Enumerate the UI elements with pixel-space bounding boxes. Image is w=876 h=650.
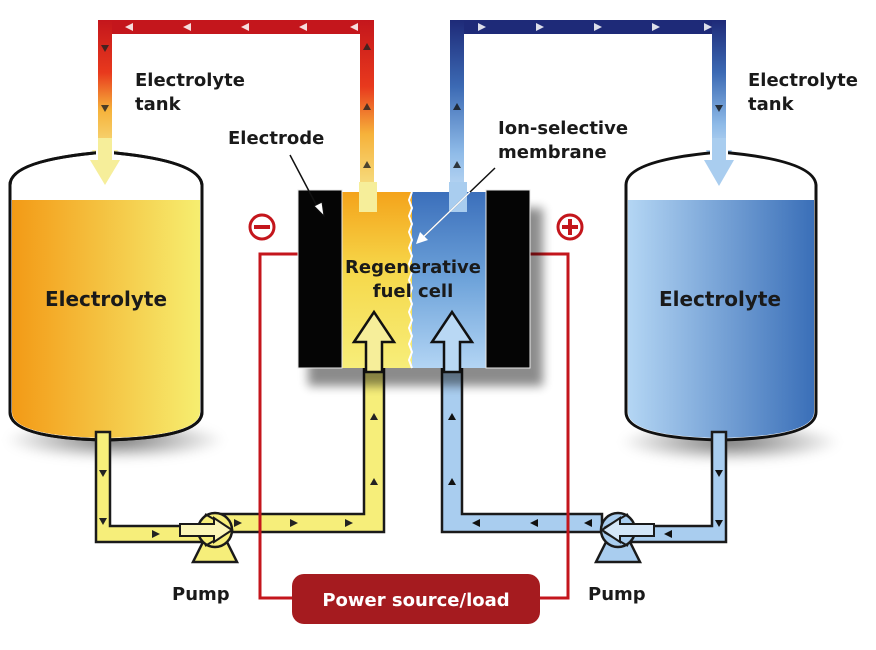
right-pump-label: Pump — [588, 584, 646, 605]
right-tank-content-label: Electrolyte — [659, 287, 781, 311]
right-electrolyte-tank: Electrolyte — [620, 138, 840, 462]
power-source-label: Power source/load — [322, 590, 509, 611]
right-inflow-arrow — [429, 309, 475, 374]
power-source-load: Power source/load — [292, 574, 540, 624]
cell-label-line1: Regenerative — [345, 257, 481, 278]
right-pump-icon — [593, 511, 655, 564]
right-tank-callout-line2: tank — [748, 94, 795, 115]
negative-terminal-icon — [248, 213, 276, 241]
left-tank-callout-line2: tank — [135, 94, 182, 115]
left-pump-label: Pump — [172, 584, 230, 605]
positive-electrode — [485, 189, 531, 369]
positive-terminal-icon — [556, 213, 584, 241]
external-circuit-wire — [258, 252, 570, 600]
left-inflow-arrow — [351, 309, 397, 374]
negative-electrode — [297, 189, 343, 369]
ion-selective-membrane — [407, 191, 414, 369]
cell-label-line2: fuel cell — [373, 281, 454, 302]
left-pump-icon — [179, 511, 240, 564]
right-tank-callout-line1: Electrolyte — [748, 70, 858, 91]
membrane-label-line2: membrane — [498, 142, 607, 163]
left-tank-content-label: Electrolyte — [45, 287, 167, 311]
membrane-label-line1: Ion-selective — [498, 118, 628, 139]
electrode-label: Electrode — [228, 128, 324, 149]
left-tank-callout-line1: Electrolyte — [135, 70, 245, 91]
left-electrolyte-tank: Electrolyte — [5, 138, 225, 460]
electrode-callout-line — [289, 154, 321, 213]
regenerative-fuel-cell: Regenerative fuel cell — [297, 182, 543, 386]
